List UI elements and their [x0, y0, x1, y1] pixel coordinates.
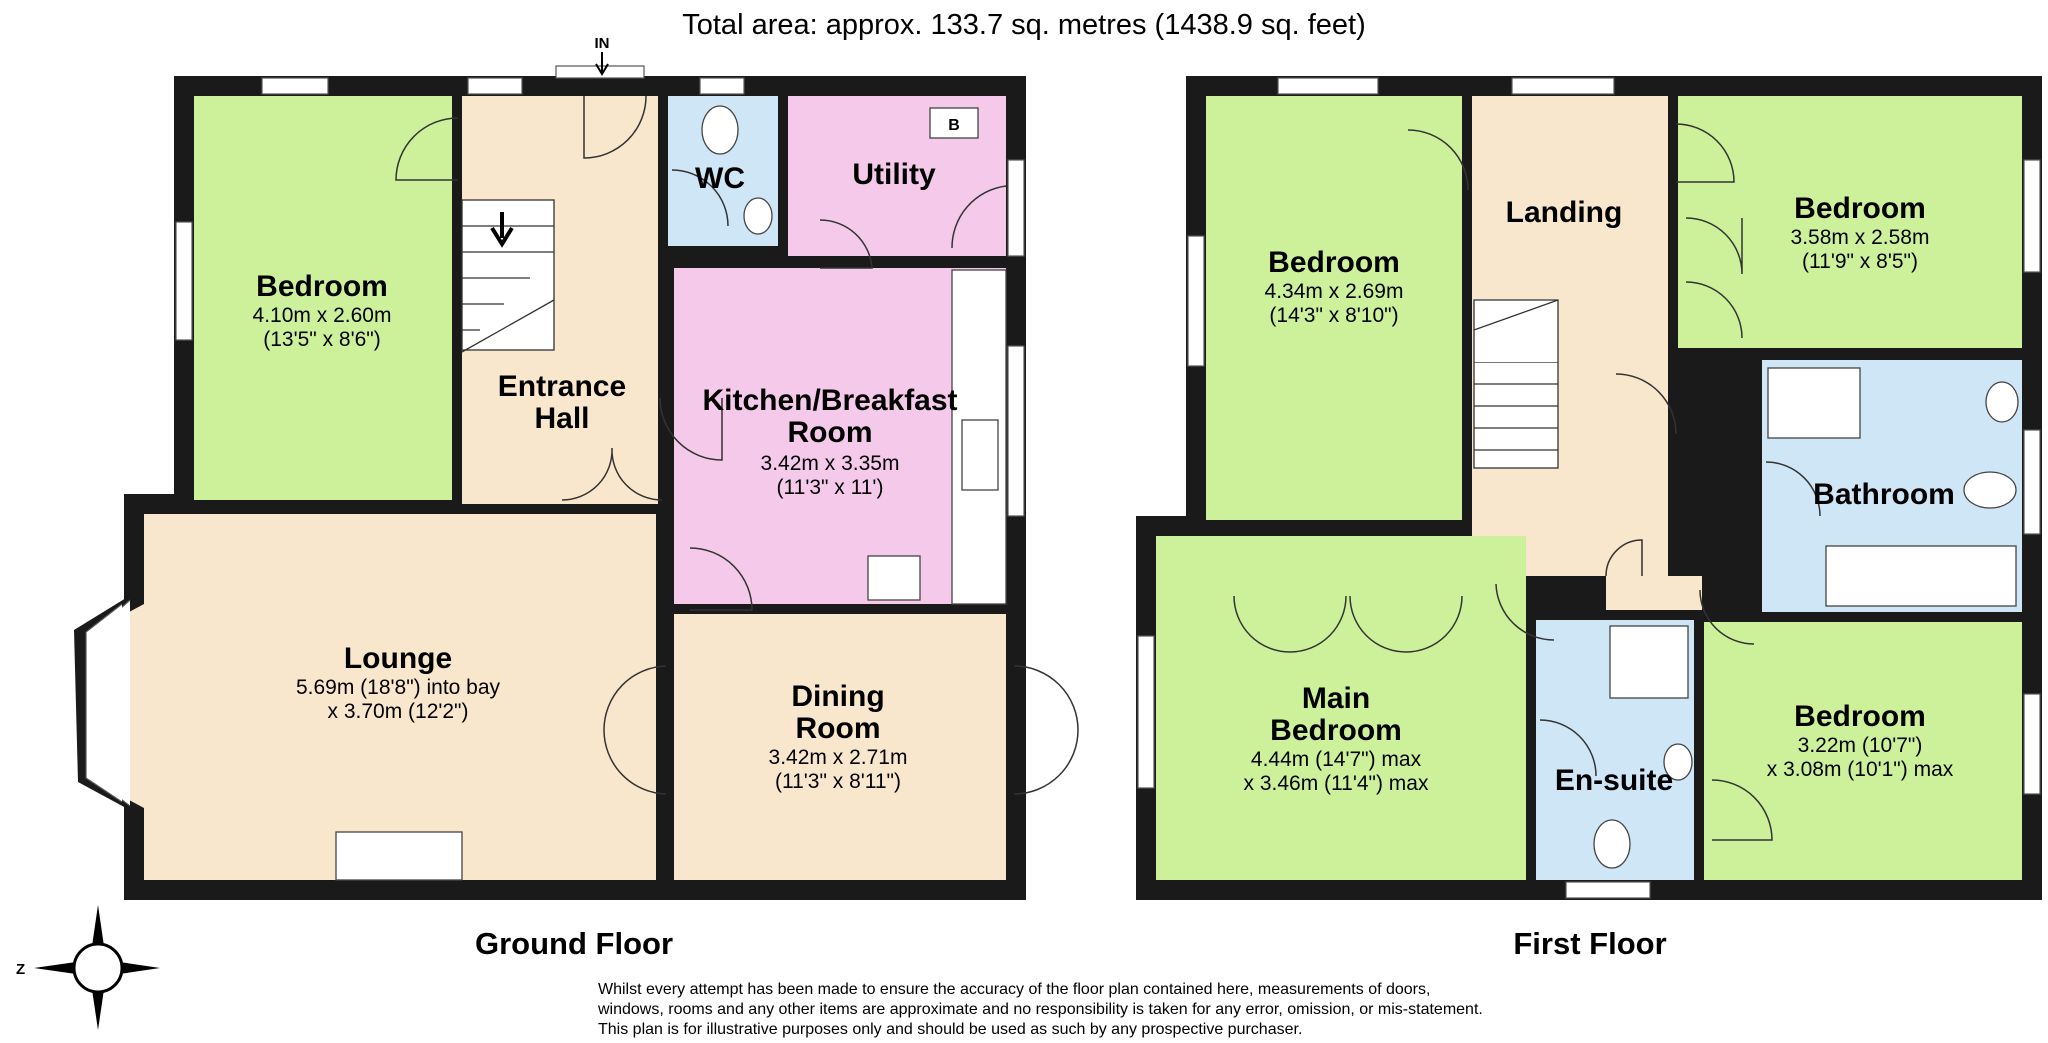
- disclaimer-line-1: Whilst every attempt has been made to en…: [598, 981, 1430, 998]
- ff-bathroom-name: Bathroom: [1813, 478, 1955, 511]
- gf-utility-name: Utility: [852, 158, 936, 191]
- ff-bedroom-right-dim-imperial: (11'9" x 8'5"): [1802, 250, 1918, 273]
- ff-landing-name: Landing: [1506, 196, 1623, 229]
- gf-bedroom-area: [194, 96, 452, 500]
- ff-bath-icon: [1825, 545, 2017, 607]
- ff-bedroom-left-area: [1206, 96, 1462, 520]
- ff-main-bedroom-line1: Main: [1302, 682, 1370, 715]
- entry-marker: IN: [595, 35, 610, 52]
- ff-ensuite-basin-icon: [1663, 743, 1693, 781]
- disclaimer-line-2: windows, rooms and any other items are a…: [597, 1001, 1483, 1018]
- disclaimer-line-3: This plan is for illustrative purposes o…: [598, 1021, 1302, 1038]
- ff-bedroom-bottom-name: Bedroom: [1794, 700, 1926, 733]
- gf-kitchen-sink-icon: [961, 419, 999, 491]
- ff-stairs: [1473, 299, 1559, 469]
- compass-icon: [34, 905, 160, 1030]
- ff-bedroom-bottom-area: [1704, 622, 2022, 880]
- gf-kitchen-dim-imperial: (11'3" x 11'): [777, 476, 884, 499]
- gf-lounge-dim-imperial: x 3.70m (12'2"): [327, 700, 468, 723]
- ff-bedroom-bottom-dim-imperial: x 3.08m (10'1") max: [1767, 758, 1954, 781]
- compass-label: Z: [16, 961, 25, 978]
- gf-kitchen-line2: Room: [788, 416, 873, 449]
- ff-ensuite-shower-icon: [1609, 625, 1689, 699]
- total-area-heading: Total area: approx. 133.7 sq. metres (14…: [682, 9, 1366, 41]
- gf-dining-line2: Room: [796, 712, 881, 745]
- ff-bedroom-left-dim-imperial: (14'3" x 8'10"): [1269, 304, 1398, 327]
- gf-entrance-hall-line1: Entrance: [498, 370, 626, 403]
- ff-ensuite-name: En-suite: [1555, 764, 1673, 797]
- gf-hob-icon: [867, 555, 921, 601]
- gf-window: [699, 77, 745, 95]
- gf-bedroom-name: Bedroom: [256, 270, 388, 303]
- ff-window: [2023, 429, 2041, 535]
- ff-main-bedroom-line2: Bedroom: [1270, 714, 1402, 747]
- ff-bedroom-left-name: Bedroom: [1268, 246, 1400, 279]
- ff-bedroom-left-dim-metric: 4.34m x 2.69m: [1265, 280, 1404, 303]
- gf-kitchen-line1: Kitchen/Breakfast: [702, 384, 957, 417]
- ff-window: [2023, 159, 2041, 273]
- gf-window: [467, 77, 523, 95]
- ff-bathroom-toilet-icon: [1963, 471, 2017, 509]
- ff-window: [1187, 235, 1205, 367]
- ff-main-bedroom-area: [1156, 536, 1526, 880]
- gf-wc-basin-icon: [743, 197, 773, 235]
- ground-floor-plan: IN B Bedroom 4.10m x 2.60m (13'5: [74, 35, 1079, 961]
- gf-stairs: [461, 199, 555, 353]
- ff-landing-lobby: [1606, 576, 1702, 610]
- gf-fireplace-icon: [335, 831, 463, 881]
- ff-bedroom-right-area: [1678, 96, 2022, 348]
- ff-main-bedroom-dim-metric: 4.44m (14'7") max: [1251, 748, 1422, 771]
- gf-window: [261, 77, 329, 95]
- ground-floor-title: Ground Floor: [475, 926, 673, 961]
- ff-window: [1137, 635, 1155, 789]
- ff-window: [1511, 77, 1615, 95]
- ff-bedroom-bottom-dim-metric: 3.22m (10'7"): [1798, 734, 1923, 757]
- gf-bedroom-dim-imperial: (13'5" x 8'6"): [263, 328, 380, 351]
- first-floor-title: First Floor: [1513, 926, 1666, 961]
- gf-dining-dim-metric: 3.42m x 2.71m: [769, 746, 908, 769]
- gf-lounge-dim-metric: 5.69m (18'8") into bay: [296, 676, 501, 699]
- gf-dining-line1: Dining: [791, 680, 884, 713]
- gf-kitchen-area: [674, 268, 1006, 604]
- gf-window: [175, 221, 193, 341]
- gf-lounge-area: [92, 514, 656, 880]
- ff-main-bedroom-dim-imperial: x 3.46m (11'4") max: [1244, 772, 1429, 795]
- gf-boiler-icon: [929, 107, 979, 139]
- boiler-marker: B: [948, 117, 960, 134]
- gf-entrance-hall-line2: Hall: [534, 402, 589, 435]
- ff-bedroom-right-dim-metric: 3.58m x 2.58m: [1791, 226, 1930, 249]
- first-floor-plan: Bedroom 4.34m x 2.69m (14'3" x 8'10") La…: [1136, 76, 2042, 961]
- gf-dining-dim-imperial: (11'3" x 8'11"): [775, 770, 901, 793]
- ff-ensuite-toilet-icon: [1593, 819, 1631, 869]
- gf-lounge-name: Lounge: [344, 642, 452, 675]
- gf-kitchen-dim-metric: 3.42m x 3.35m: [761, 452, 900, 475]
- gf-window: [1007, 345, 1025, 517]
- gf-dining-area: [674, 614, 1006, 880]
- gf-wc-toilet-icon: [701, 105, 739, 155]
- ff-bathroom-basin-icon: [1985, 381, 2019, 423]
- gf-window: [1007, 159, 1025, 257]
- gf-bedroom-dim-metric: 4.10m x 2.60m: [253, 304, 392, 327]
- ff-window: [1565, 881, 1651, 899]
- ff-window: [2023, 693, 2041, 795]
- ff-bathroom-shower-icon: [1767, 367, 1861, 439]
- ff-bedroom-right-name: Bedroom: [1794, 192, 1926, 225]
- gf-wc-name: WC: [695, 162, 745, 195]
- ff-window: [1277, 77, 1379, 95]
